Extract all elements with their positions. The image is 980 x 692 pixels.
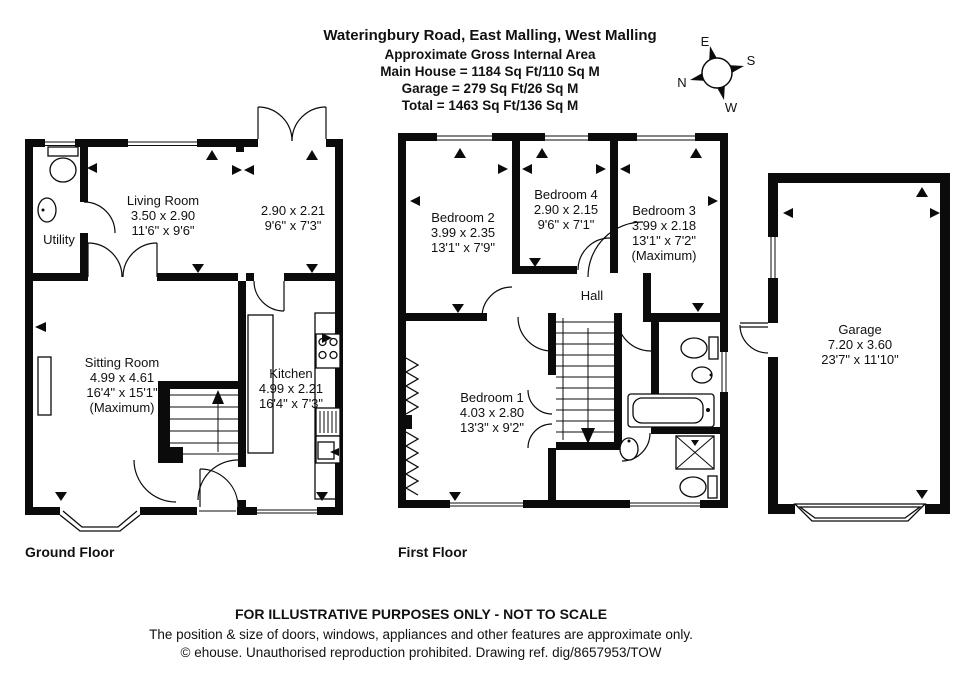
room-name: Bedroom 4 bbox=[534, 187, 598, 202]
room-name: Bedroom 1 bbox=[460, 390, 524, 405]
room-label-garage: Garage 7.20 x 3.60 23'7" x 11'10" bbox=[821, 322, 899, 367]
room-dimensions-metric: 2.90 x 2.21 bbox=[260, 203, 326, 218]
ground-floor-walls bbox=[25, 139, 343, 515]
toilet-icon bbox=[679, 475, 718, 499]
garage-plan bbox=[739, 173, 950, 522]
ground-floor-plan bbox=[25, 106, 343, 532]
sink-icon bbox=[691, 366, 713, 384]
room-name: Bedroom 3 bbox=[632, 203, 696, 218]
header-area-total: Total = 1463 Sq Ft/136 Sq M bbox=[401, 98, 579, 113]
wardrobe bbox=[404, 431, 420, 496]
wardrobe bbox=[404, 357, 420, 415]
room-dimensions-imperial: 13'3" x 9'2" bbox=[459, 420, 525, 435]
sink-icon bbox=[619, 437, 639, 461]
room-dimensions-imperial: 23'7" x 11'10" bbox=[821, 352, 899, 367]
room-dimensions-metric: 7.20 x 3.60 bbox=[827, 337, 893, 352]
room-label-bedroom-2: Bedroom 2 3.99 x 2.35 13'1" x 7'9" bbox=[431, 210, 495, 255]
room-dimensions-metric: 3.50 x 2.90 bbox=[130, 208, 196, 223]
disclaimer-line: FOR ILLUSTRATIVE PURPOSES ONLY - NOT TO … bbox=[234, 606, 608, 622]
bay-window bbox=[59, 510, 141, 532]
room-name: Kitchen bbox=[269, 366, 313, 381]
compass-south-label: S bbox=[747, 53, 756, 68]
first-floor-label: First Floor bbox=[398, 544, 468, 560]
room-dimensions-imperial: 16'4" x 15'1" bbox=[86, 385, 158, 400]
first-floor-walls bbox=[398, 133, 728, 508]
room-label-bedroom-4: Bedroom 4 2.90 x 2.15 9'6" x 7'1" bbox=[534, 187, 598, 232]
room-dimensions-metric: 4.99 x 4.61 bbox=[89, 370, 155, 385]
page-title: Wateringbury Road, East Malling, West Ma… bbox=[323, 27, 657, 44]
room-dimensions-imperial: 9'6" x 7'1" bbox=[537, 217, 595, 232]
room-name: Living Room bbox=[126, 193, 200, 208]
room-label-hall: Hall bbox=[581, 288, 603, 303]
kitchen-counter bbox=[314, 312, 342, 500]
room-dimensions-imperial: 13'1" x 7'9" bbox=[430, 240, 496, 255]
room-name: Garage bbox=[838, 322, 882, 337]
ground-floor-fixtures bbox=[37, 146, 342, 500]
kitchen-counter bbox=[247, 314, 274, 454]
ground-floor-doors bbox=[83, 106, 327, 508]
room-dimensions-imperial: 16'4" x 7'3" bbox=[258, 396, 324, 411]
room-label-conservatory: 2.90 x 2.21 9'6" x 7'3" bbox=[261, 203, 325, 233]
first-floor-windows bbox=[437, 135, 727, 507]
room-label-kitchen: Kitchen 4.99 x 2.21 16'4" x 7'3" bbox=[259, 366, 323, 411]
compass-rose: E S W N bbox=[677, 34, 755, 115]
compass-west-label: W bbox=[725, 100, 738, 115]
room-label-sitting-room: Sitting Room 4.99 x 4.61 16'4" x 15'1" (… bbox=[85, 355, 159, 415]
room-name: Bedroom 2 bbox=[431, 210, 495, 225]
room-dimensions-metric: 4.03 x 2.80 bbox=[459, 405, 525, 420]
room-dimensions-imperial: 11'6" x 9'6" bbox=[131, 223, 195, 238]
hob-icon bbox=[315, 333, 341, 369]
first-floor-plan bbox=[398, 133, 728, 508]
garage-walls bbox=[768, 173, 950, 514]
room-name: Utility bbox=[43, 232, 75, 247]
room-dimensions-imperial: 9'6" x 7'3" bbox=[264, 218, 322, 233]
disclaimer-detail: The position & size of doors, windows, a… bbox=[149, 627, 693, 642]
header-area-main: Main House = 1184 Sq Ft/110 Sq M bbox=[380, 64, 600, 79]
room-name: Hall bbox=[580, 288, 604, 303]
ground-floor-label: Ground Floor bbox=[25, 544, 115, 560]
room-label-utility: Utility bbox=[43, 232, 75, 247]
bath-icon bbox=[627, 393, 715, 428]
ground-floor-windows bbox=[45, 141, 317, 532]
first-floor-fixtures bbox=[404, 336, 719, 499]
dimension-markers bbox=[410, 148, 718, 501]
compass-north-label: N bbox=[677, 75, 686, 90]
sink-icon bbox=[37, 197, 57, 223]
room-note: (Maximum) bbox=[631, 248, 697, 263]
header-area-garage: Garage = 279 Sq Ft/26 Sq M bbox=[401, 81, 579, 96]
garage-vehicle-door bbox=[793, 503, 927, 522]
room-dimensions-metric: 3.99 x 2.18 bbox=[631, 218, 697, 233]
radiator bbox=[37, 356, 52, 416]
room-name: Sitting Room bbox=[84, 355, 160, 370]
room-dimensions-metric: 3.99 x 2.35 bbox=[430, 225, 496, 240]
ground-floor-stairs bbox=[170, 390, 238, 455]
room-dimensions-metric: 4.99 x 2.21 bbox=[258, 381, 324, 396]
toilet-icon bbox=[680, 336, 719, 360]
first-floor-doors bbox=[481, 221, 652, 462]
header-subtitle: Approximate Gross Internal Area bbox=[384, 47, 596, 62]
room-dimensions-metric: 2.90 x 2.15 bbox=[533, 202, 599, 217]
garage-doors bbox=[739, 322, 927, 522]
room-note: (Maximum) bbox=[89, 400, 155, 415]
kitchen-sink-icon bbox=[315, 407, 341, 464]
copyright-line: © ehouse. Unauthorised reproduction proh… bbox=[180, 645, 662, 660]
room-label-bedroom-1: Bedroom 1 4.03 x 2.80 13'3" x 9'2" bbox=[460, 390, 524, 435]
first-floor-stairs bbox=[556, 318, 614, 444]
dimension-markers bbox=[35, 150, 332, 501]
toilet-icon bbox=[47, 146, 79, 183]
dimension-markers bbox=[783, 187, 940, 499]
room-label-bedroom-3: Bedroom 3 3.99 x 2.18 13'1" x 7'2" (Maxi… bbox=[632, 203, 697, 263]
compass-east-label: E bbox=[701, 34, 710, 49]
room-label-living-room: Living Room 3.50 x 2.90 11'6" x 9'6" bbox=[127, 193, 199, 238]
shower-icon bbox=[675, 435, 715, 470]
garage-windows bbox=[770, 237, 776, 278]
room-dimensions-imperial: 13'1" x 7'2" bbox=[631, 233, 697, 248]
